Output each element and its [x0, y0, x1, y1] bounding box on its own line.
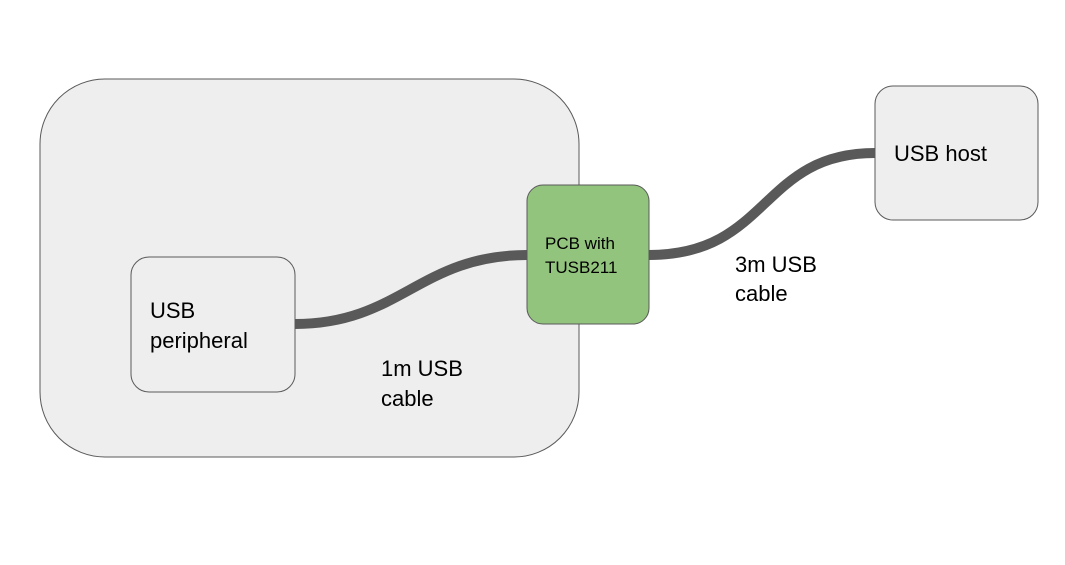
- cable-3m-label-line1: 3m USB: [735, 252, 817, 277]
- cable-1m: [294, 250, 528, 329]
- pcb-box: [526, 184, 650, 325]
- cable-3m: [648, 148, 876, 260]
- usb-host-box: [874, 85, 1039, 221]
- usb-peripheral-label-line2: peripheral: [150, 328, 248, 353]
- pcb-label-line1: PCB with: [545, 234, 615, 253]
- cable-1m-label-line2: cable: [381, 386, 434, 411]
- cable-1m-label-line1: 1m USB: [381, 356, 463, 381]
- usb-host-node: USB host: [874, 85, 1039, 221]
- cable-3m-label-line2: cable: [735, 281, 788, 306]
- enclosure: [39, 78, 580, 458]
- usb-peripheral-label-line1: USB: [150, 298, 195, 323]
- usb-peripheral-box: [130, 256, 296, 393]
- pcb-label-line2: TUSB211: [545, 258, 617, 277]
- usb-host-label: USB host: [894, 141, 987, 166]
- usb-peripheral-node: USB peripheral: [130, 256, 296, 393]
- pcb-node: PCB with TUSB211: [526, 184, 650, 325]
